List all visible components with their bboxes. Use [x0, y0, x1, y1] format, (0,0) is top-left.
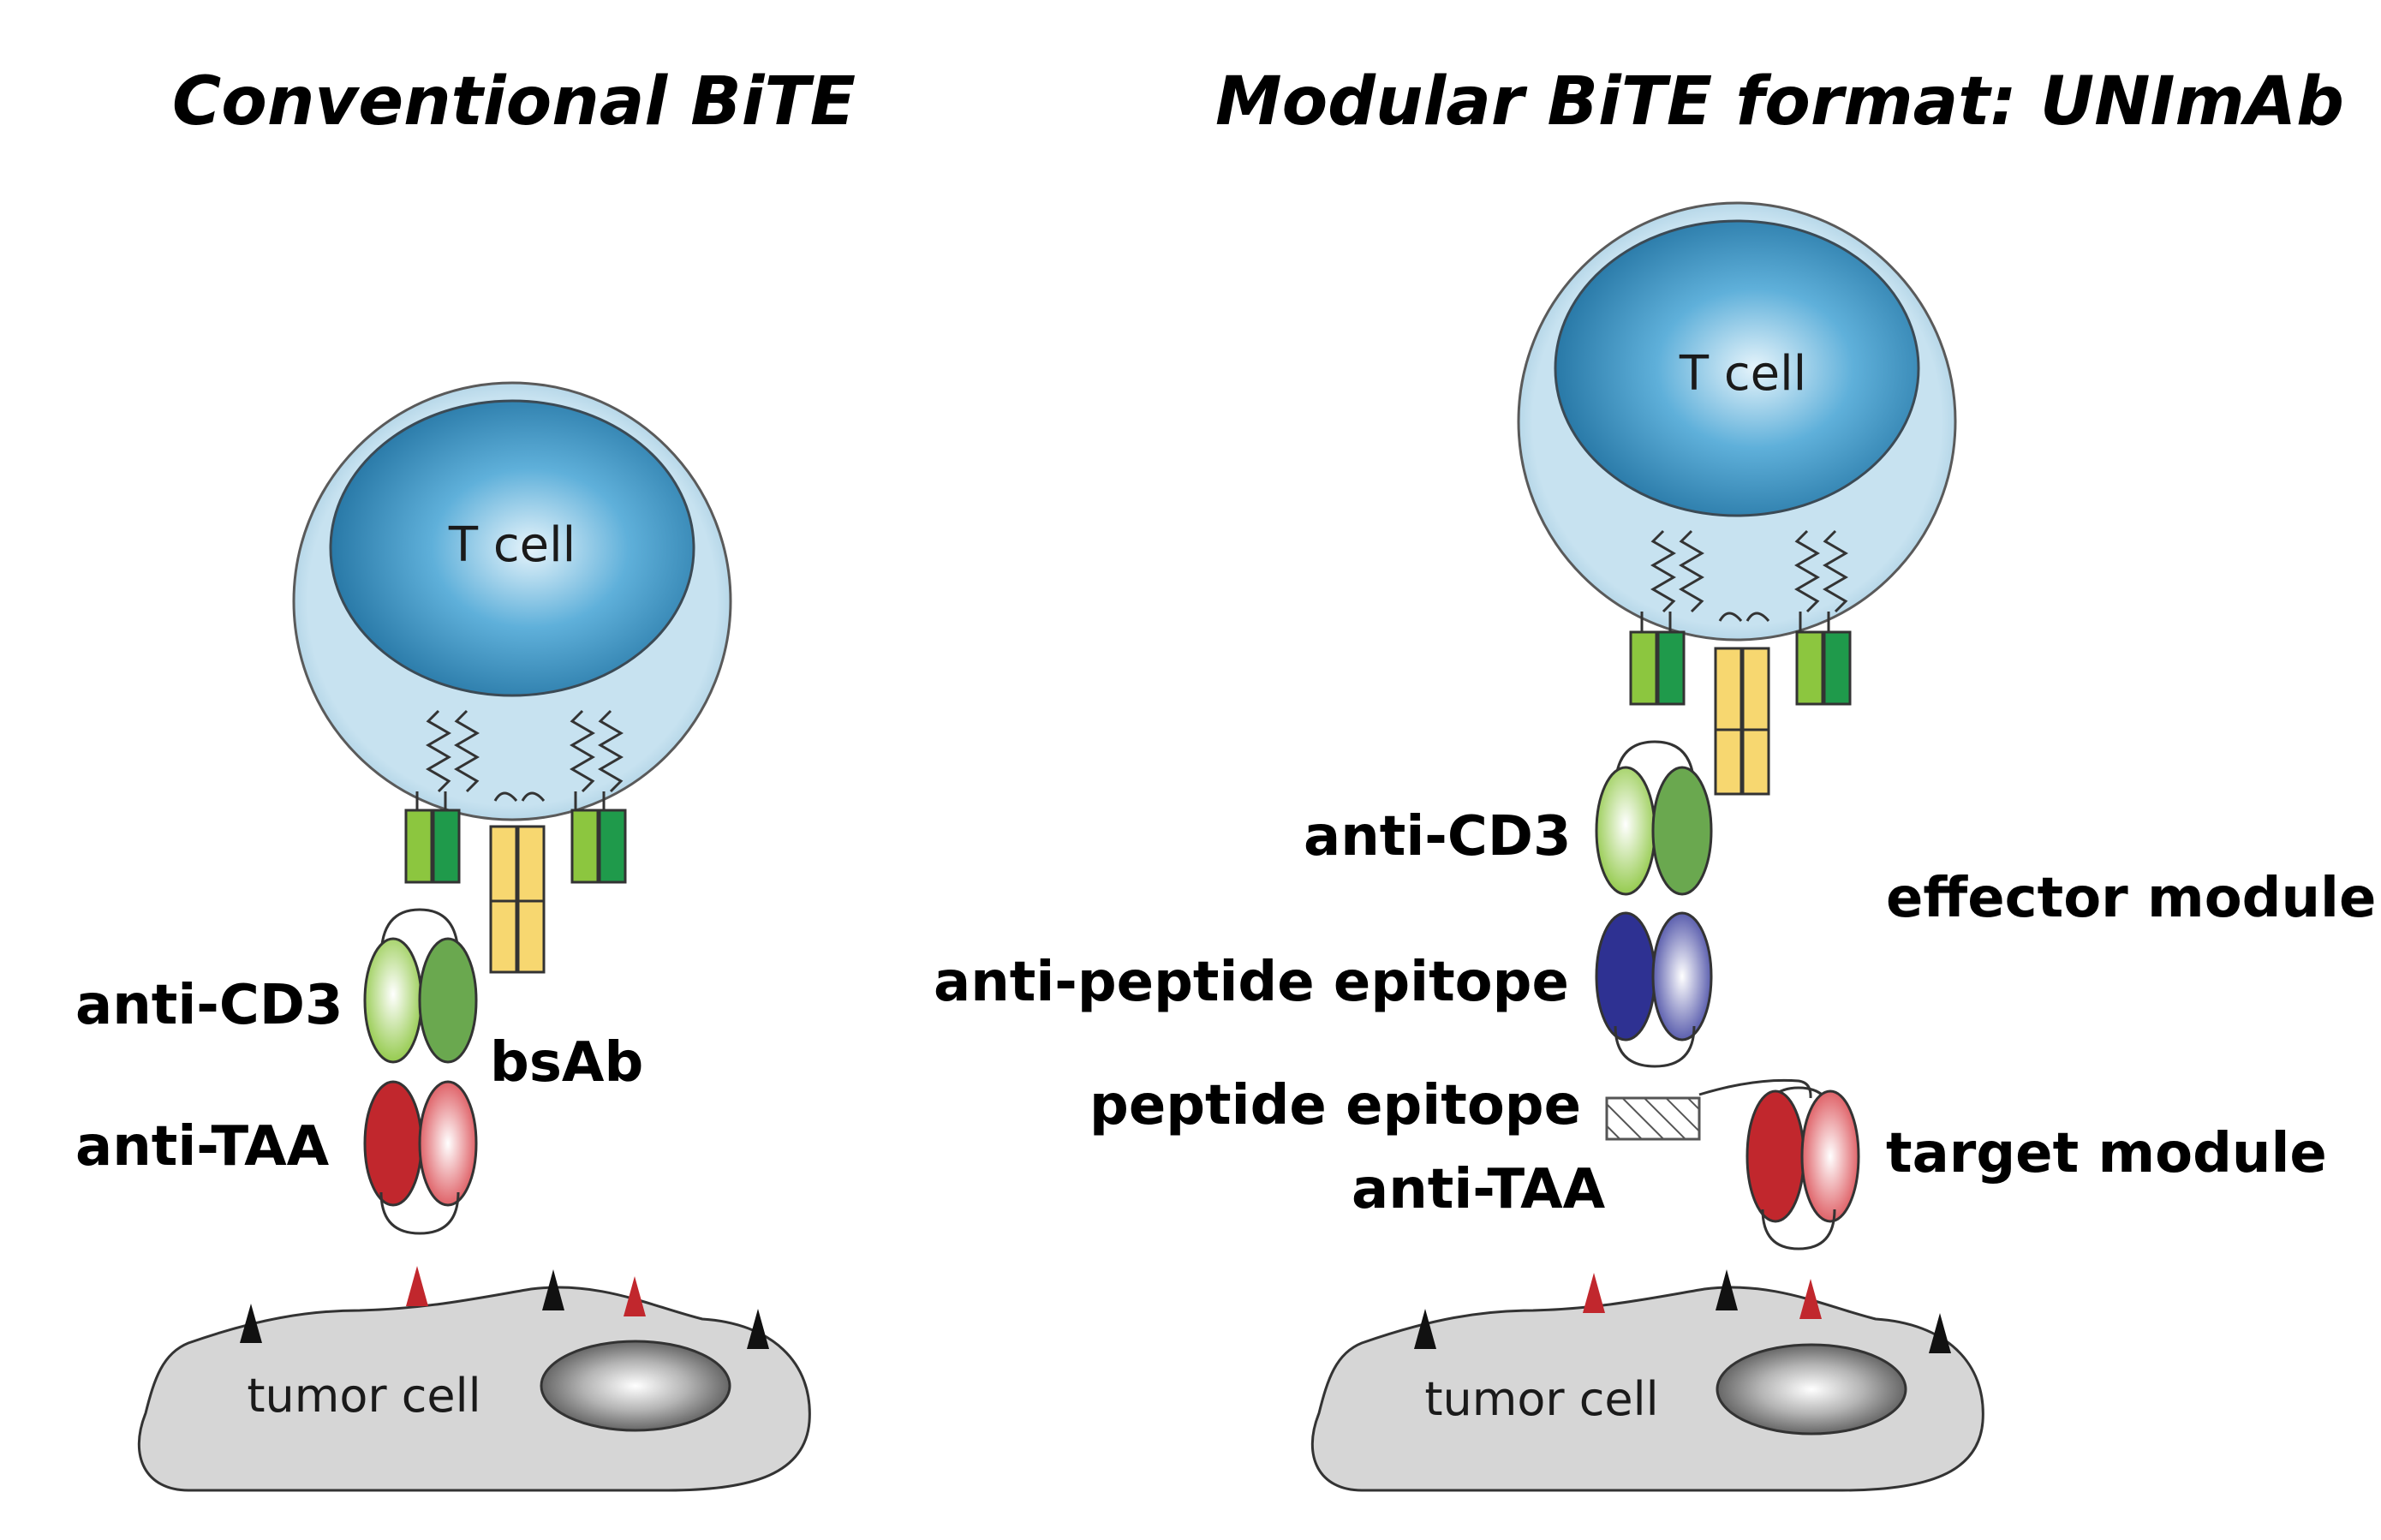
right-anti-taa-vl [1745, 1089, 1805, 1223]
right-t-cell-label: T cell [1679, 346, 1806, 402]
left-bsab-label: bsAb [490, 1031, 643, 1095]
left-anti-taa-vl [363, 1080, 423, 1207]
left-panel: Conventional BiTE T cell [75, 63, 856, 1492]
right-antigen-taa [1583, 1273, 1605, 1313]
left-tumor-nucleus [540, 1340, 731, 1432]
right-antigen-black [1414, 1309, 1436, 1349]
right-anti-cd3-vl [1595, 766, 1656, 896]
right-tumor-nucleus [1716, 1343, 1907, 1436]
left-antigen-black [542, 1269, 564, 1310]
left-t-cell: T cell [292, 381, 732, 821]
right-tumor-cell-label: tumor cell [1424, 1372, 1658, 1426]
left-receptor-tails [415, 709, 624, 810]
right-antigen-black [1929, 1313, 1951, 1353]
right-effector-module-label: effector module [1886, 867, 2376, 930]
left-anti-taa-vh [418, 1080, 478, 1207]
right-antigen-taa [1799, 1279, 1822, 1319]
right-anti-peptide-vh [1651, 911, 1713, 1042]
right-t-cell: T cell [1517, 201, 1957, 642]
right-cd3-receptors [1629, 630, 1852, 796]
left-cd3-receptors [404, 809, 627, 974]
right-tumor-cell: tumor cell [1310, 1286, 1984, 1492]
right-target-module-label: target module [1886, 1122, 2327, 1185]
left-antigen-black [747, 1309, 769, 1349]
right-anti-taa-label: anti-TAA [1352, 1158, 1606, 1221]
left-title: Conventional BiTE [172, 63, 856, 140]
left-anti-taa-label: anti-TAA [75, 1115, 330, 1179]
left-tumor-cell-label: tumor cell [247, 1369, 480, 1423]
right-title: Modular BiTE format: UNImAb [1215, 63, 2344, 140]
left-antigen-taa [624, 1276, 646, 1316]
right-anti-peptide-label: anti-peptide epitope [934, 951, 1569, 1014]
left-anti-cd3-vh [418, 937, 478, 1064]
left-antigens [240, 1266, 769, 1349]
left-anti-cd3-vl [363, 937, 423, 1064]
right-anti-cd3-label: anti-CD3 [1304, 805, 1571, 868]
right-anti-cd3-vh [1651, 766, 1713, 896]
right-anti-peptide-vl [1595, 911, 1656, 1042]
right-anti-taa-vh [1800, 1089, 1860, 1223]
left-antigen-black [240, 1304, 262, 1343]
left-antigen-taa [406, 1266, 428, 1306]
right-antigens [1414, 1269, 1951, 1353]
right-receptor-tails [1640, 529, 1848, 632]
right-antigen-black [1716, 1269, 1738, 1310]
left-bsab [363, 908, 478, 1235]
right-target-module [1605, 1078, 1860, 1251]
right-panel: Modular BiTE format: UNImAb T cell [934, 63, 2376, 1492]
right-effector-module [1595, 740, 1713, 1068]
left-anti-cd3-label: anti-CD3 [75, 974, 343, 1037]
right-peptide-epitope-label: peptide epitope [1089, 1074, 1581, 1137]
left-t-cell-label: T cell [448, 517, 576, 573]
right-peptide-epitope-tag [1605, 1096, 1701, 1141]
left-tumor-cell: tumor cell [137, 1286, 811, 1492]
